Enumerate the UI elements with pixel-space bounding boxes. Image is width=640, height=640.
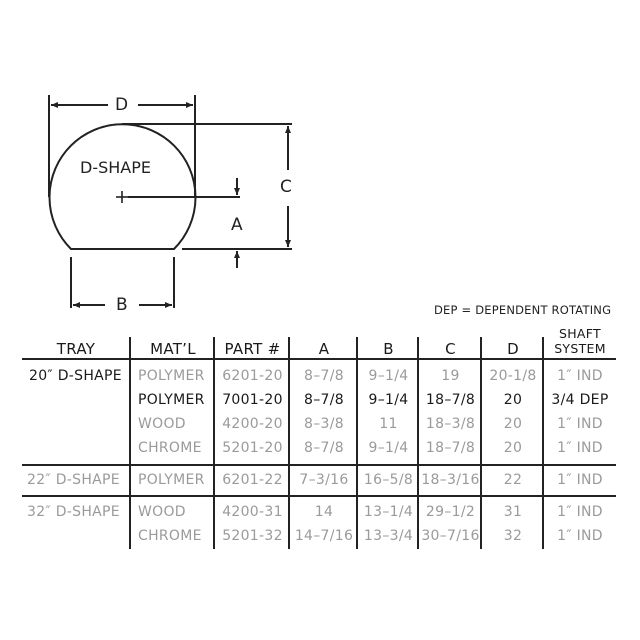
- shaft-cell: 3/4 DEP: [551, 392, 609, 408]
- material-cell: WOOD: [138, 504, 186, 520]
- column-divider: [417, 337, 419, 549]
- d-cell: 32: [503, 528, 523, 544]
- header-shaft-line2: SYSTEM: [554, 341, 606, 356]
- b-cell: 13–1/4: [363, 504, 414, 520]
- header-c: C: [445, 340, 456, 358]
- shaft-cell: 1″ IND: [557, 368, 603, 384]
- header-part: PART #: [224, 340, 281, 358]
- column-divider: [288, 337, 290, 549]
- d-cell: 31: [503, 504, 523, 520]
- d-shape-outline: [48, 123, 197, 250]
- header-shaft-line1: SHAFT: [559, 326, 601, 341]
- shaft-cell: 1″ IND: [557, 472, 603, 488]
- b-cell: 9–1/4: [368, 392, 409, 408]
- d-cell: 20: [503, 440, 523, 456]
- d-cell: 20: [503, 392, 523, 408]
- column-divider: [213, 337, 215, 549]
- dimension-c-label: C: [280, 177, 292, 197]
- b-cell: 11: [379, 416, 398, 432]
- b-cell: 9–1/4: [368, 440, 409, 456]
- column-divider: [129, 337, 131, 549]
- column-divider: [356, 337, 358, 549]
- dimension-a-label: A: [231, 215, 243, 235]
- group-divider-1: [22, 464, 616, 466]
- c-cell: 29–1/2: [425, 504, 476, 520]
- a-cell: 8–7/8: [304, 392, 344, 408]
- part-cell: 4200-31: [222, 504, 283, 520]
- part-cell: 5201-20: [222, 440, 283, 456]
- part-cell: 6201-22: [222, 472, 283, 488]
- b-cell: 9–1/4: [368, 368, 409, 384]
- material-cell: POLYMER: [138, 392, 205, 408]
- header-divider: [22, 358, 616, 360]
- shape-label: D-SHAPE: [80, 158, 151, 177]
- d-shape-drawing: [48, 95, 292, 308]
- a-cell: 8–7/8: [304, 368, 344, 384]
- c-cell: 18–3/8: [425, 416, 476, 432]
- header-a: A: [318, 340, 330, 358]
- column-divider: [542, 337, 544, 549]
- a-cell: 7–3/16: [299, 472, 349, 488]
- d-shape-diagram: D D-SHAPE C A B: [48, 95, 292, 315]
- d-cell: 20-1/8: [489, 368, 537, 384]
- group-divider-2: [22, 495, 616, 497]
- tray-label: 32″ D-SHAPE: [27, 504, 120, 520]
- c-cell: 30–7/16: [421, 528, 480, 544]
- c-cell: 18–3/16: [421, 472, 480, 488]
- part-cell: 5201-32: [222, 528, 283, 544]
- a-cell: 14: [314, 504, 334, 520]
- material-cell: WOOD: [138, 416, 186, 432]
- legend-note: DEP = DEPENDENT ROTATING: [434, 303, 612, 317]
- c-cell: 18–7/8: [425, 392, 476, 408]
- shaft-cell: 1″ IND: [557, 416, 603, 432]
- header-tray: TRAY: [56, 340, 96, 358]
- material-cell: CHROME: [138, 528, 202, 544]
- part-cell: 4200-20: [222, 416, 283, 432]
- c-cell: 18–7/8: [425, 440, 476, 456]
- column-divider: [480, 337, 482, 549]
- shaft-cell: 1″ IND: [557, 528, 603, 544]
- tray-label: 20″ D-SHAPE: [29, 368, 122, 384]
- material-cell: POLYMER: [138, 472, 205, 488]
- c-cell: 19: [441, 368, 460, 384]
- a-cell: 14–7/16: [294, 528, 354, 544]
- b-cell: 16–5/8: [363, 472, 414, 488]
- material-cell: POLYMER: [138, 368, 205, 384]
- a-cell: 8–7/8: [304, 440, 344, 456]
- header-d: D: [507, 340, 519, 358]
- shaft-cell: 1″ IND: [557, 440, 603, 456]
- dimension-d-label: D: [115, 95, 129, 115]
- dimension-b-label: B: [116, 295, 128, 315]
- part-cell: 7001-20: [222, 392, 283, 408]
- d-cell: 22: [503, 472, 523, 488]
- material-cell: CHROME: [138, 440, 202, 456]
- header-b: B: [383, 340, 394, 358]
- part-cell: 6201-20: [222, 368, 283, 384]
- b-cell: 13–3/4: [363, 528, 414, 544]
- d-cell: 20: [503, 416, 523, 432]
- tray-label: 22″ D-SHAPE: [27, 472, 120, 488]
- a-cell: 8–3/8: [304, 416, 344, 432]
- shaft-cell: 1″ IND: [557, 504, 603, 520]
- header-material: MAT’L: [150, 340, 196, 358]
